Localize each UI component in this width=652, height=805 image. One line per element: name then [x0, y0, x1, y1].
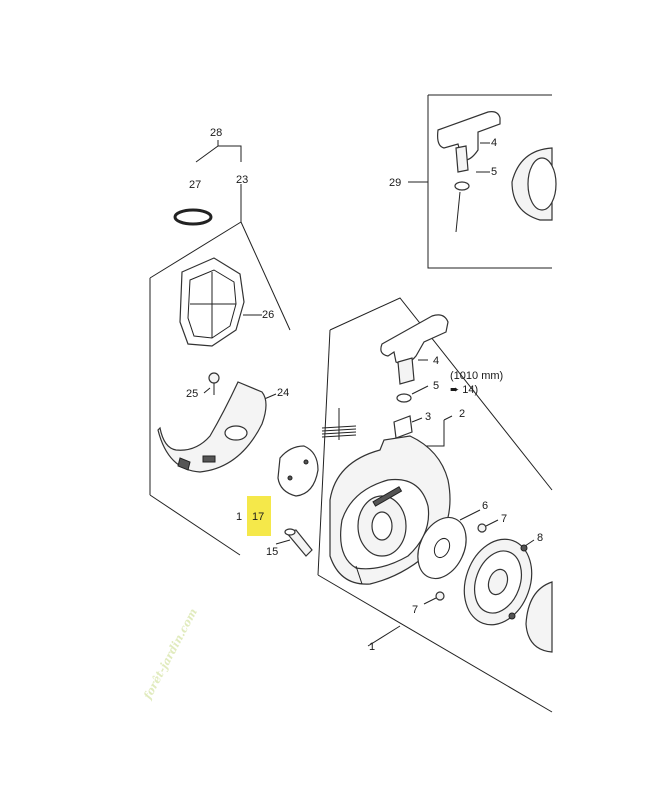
label-6: 6 — [482, 500, 488, 512]
label-17-small: 1 — [236, 511, 242, 523]
pulley-partial — [525, 581, 553, 653]
inset-frame-29 — [408, 94, 557, 269]
label-2: 2 — [459, 408, 465, 420]
label-15: 15 — [266, 546, 278, 558]
rotor-8 — [463, 538, 535, 626]
highlight-17 — [247, 496, 271, 536]
starter-frame-1 — [247, 297, 553, 713]
label-23: 23 — [236, 174, 248, 186]
label-3: 3 — [425, 411, 431, 423]
label-28: 28 — [210, 127, 222, 139]
label-8: 8 — [537, 532, 543, 544]
watermark: forêt-jardin.com — [141, 606, 200, 702]
label-5: 5 — [433, 380, 439, 392]
washer-6 — [417, 509, 481, 580]
rope-washer — [396, 393, 412, 403]
label-17: 17 — [252, 511, 264, 523]
starter-grip-4 — [380, 314, 449, 385]
spring-icon — [321, 408, 357, 440]
label-26: 26 — [262, 309, 274, 321]
label-4: 4 — [433, 355, 439, 367]
rope-ref-note: ➨ 14) — [450, 384, 478, 396]
label-5-inset: 5 — [491, 166, 497, 178]
label-25: 25 — [186, 388, 198, 400]
label-1: 1 — [369, 641, 375, 653]
label-4-inset: 4 — [491, 137, 497, 149]
label-24: 24 — [277, 387, 289, 399]
label-29: 29 — [389, 177, 401, 189]
rope-length-note: (1010 mm) — [450, 370, 503, 382]
screw-7 — [477, 523, 487, 533]
screw-7-lower — [435, 591, 445, 601]
label-7-top: 7 — [501, 513, 507, 525]
air-filter-group — [149, 140, 291, 556]
label-27: 27 — [189, 179, 201, 191]
label-7-bottom: 7 — [412, 604, 418, 616]
